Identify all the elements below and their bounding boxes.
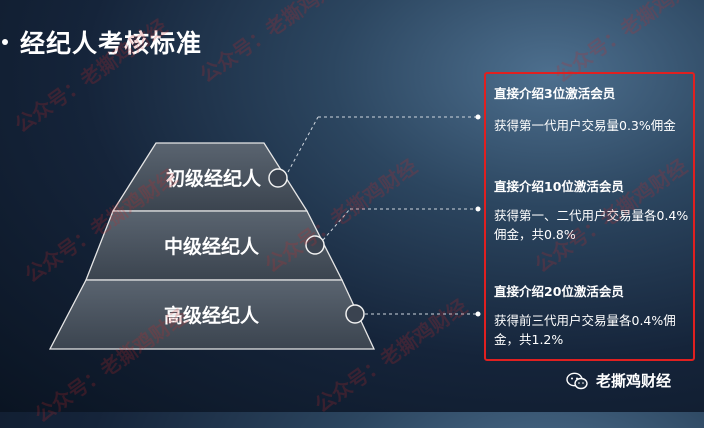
criteria-heading: 直接介绍3位激活会员 bbox=[494, 86, 616, 101]
connector-line-2 bbox=[322, 208, 351, 241]
tier-label-senior: 高级经纪人 bbox=[164, 305, 260, 327]
connector-end-2 bbox=[475, 206, 481, 212]
criteria-body: 获得第一代用户交易量0.3%佣金 bbox=[494, 118, 676, 133]
tier-marker-middle bbox=[305, 235, 325, 255]
tier-label-junior: 初级经纪人 bbox=[166, 168, 262, 190]
connector-line-1 bbox=[287, 116, 319, 173]
criteria-highlight-box bbox=[484, 72, 695, 361]
criteria-heading: 直接介绍10位激活会员 bbox=[494, 179, 624, 194]
brand-signature: 老撕鸡财经 bbox=[566, 370, 671, 391]
wechat-icon bbox=[566, 372, 588, 389]
brand-name: 老撕鸡财经 bbox=[596, 372, 672, 390]
pyramid-diagram bbox=[48, 114, 481, 350]
criteria-body: 获得前三代用户交易量各0.4%佣金，共1.2% bbox=[494, 313, 676, 347]
connector-end-1 bbox=[475, 114, 481, 120]
page-title: 经纪人考核标准 bbox=[20, 29, 203, 58]
pyramid-tier-senior bbox=[48, 279, 376, 350]
criteria-block-3: 直接介绍20位激活会员 获得前三代用户交易量各0.4%佣金，共1.2% bbox=[494, 282, 694, 349]
tier-label-middle: 中级经纪人 bbox=[164, 236, 260, 258]
criteria-heading: 直接介绍20位激活会员 bbox=[494, 284, 624, 299]
connector-end-3 bbox=[475, 311, 481, 317]
criteria-body: 获得第一、二代用户交易量各0.4%佣金，共0.8% bbox=[494, 208, 689, 242]
criteria-block-2: 直接介绍10位激活会员 获得第一、二代用户交易量各0.4%佣金，共0.8% bbox=[494, 177, 694, 244]
header: 经纪人考核标准 bbox=[0, 22, 202, 62]
bullet-dot bbox=[2, 39, 8, 45]
criteria-block-1: 直接介绍3位激活会员 获得第一代用户交易量0.3%佣金 bbox=[494, 84, 694, 135]
tier-marker-junior bbox=[268, 168, 288, 188]
tier-marker-senior bbox=[345, 304, 365, 324]
